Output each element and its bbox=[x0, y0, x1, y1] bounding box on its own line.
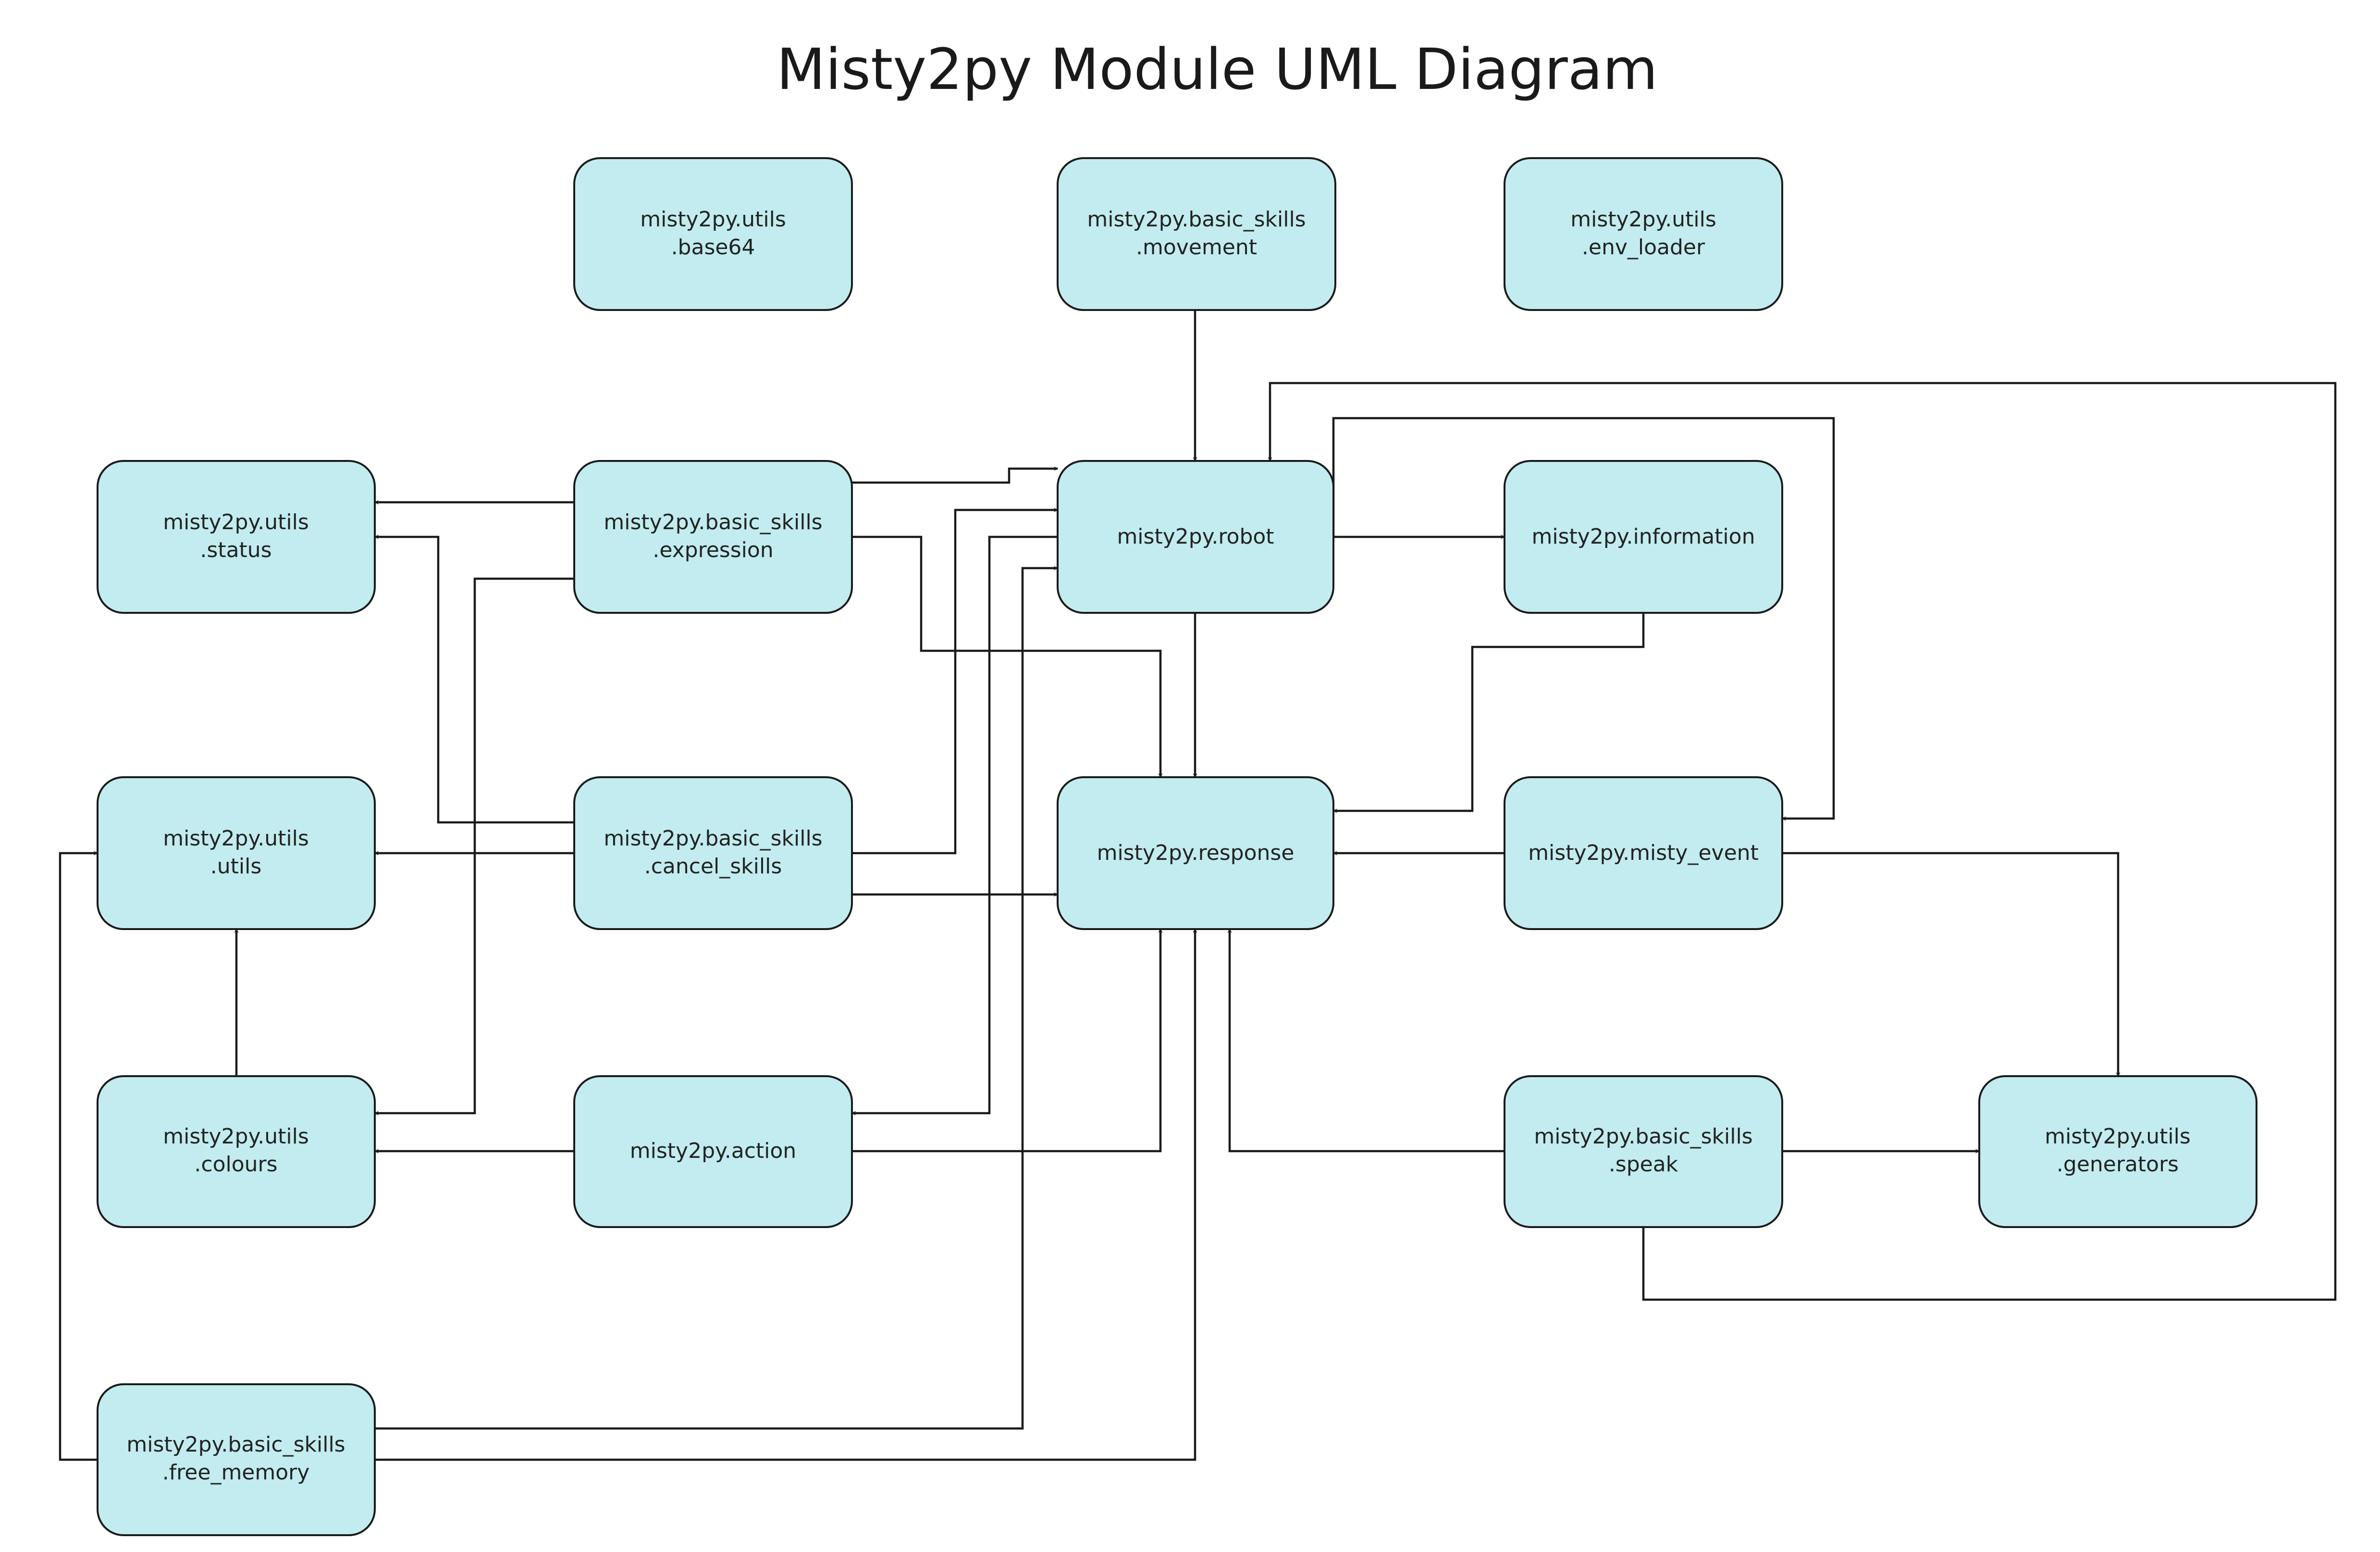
node-label-line: misty2py.action bbox=[630, 1139, 796, 1163]
node-label-line: misty2py.utils bbox=[163, 510, 309, 534]
node-label-line: misty2py.misty_event bbox=[1528, 841, 1759, 865]
node-label-line: misty2py.basic_skills bbox=[604, 510, 822, 534]
node-label-line: misty2py.utils bbox=[163, 1124, 309, 1149]
node-label-line: .speak bbox=[1609, 1152, 1678, 1177]
node-basic-skills-free-memory: misty2py.basic_skills .free_memory bbox=[97, 1383, 376, 1536]
node-utils-utils: misty2py.utils .utils bbox=[97, 776, 376, 930]
node-label-line: .status bbox=[200, 538, 271, 562]
node-basic-skills-cancel-skills: misty2py.basic_skills .cancel_skills bbox=[573, 776, 853, 930]
edge-speak-robot bbox=[1270, 382, 2337, 1301]
node-label-line: .free_memory bbox=[162, 1460, 310, 1485]
node-label-line: .movement bbox=[1136, 235, 1257, 260]
edge-expression-robot bbox=[852, 469, 1058, 484]
edge-free-memory-utils bbox=[59, 853, 98, 1461]
edge-cancel-skills-status bbox=[375, 537, 574, 824]
node-action: misty2py.action bbox=[573, 1075, 853, 1228]
edge-robot-action bbox=[852, 535, 1058, 1113]
node-label-line: .colours bbox=[194, 1152, 277, 1177]
node-utils-colours: misty2py.utils .colours bbox=[97, 1075, 376, 1228]
edge-speak-response bbox=[1230, 929, 1504, 1153]
node-label-line: misty2py.information bbox=[1532, 524, 1755, 549]
edge-free-memory-robot bbox=[375, 568, 1058, 1430]
node-label-line: .env_loader bbox=[1582, 235, 1705, 260]
node-label-line: .expression bbox=[653, 538, 773, 562]
node-utils-env-loader: misty2py.utils .env_loader bbox=[1504, 157, 1783, 311]
edge-information-response bbox=[1333, 613, 1645, 811]
node-misty-event: misty2py.misty_event bbox=[1504, 776, 1783, 930]
node-label-line: misty2py.utils bbox=[640, 207, 786, 232]
edge-free-memory-response bbox=[375, 929, 1195, 1461]
node-label-line: misty2py.basic_skills bbox=[1534, 1124, 1752, 1149]
node-basic-skills-speak: misty2py.basic_skills .speak bbox=[1504, 1075, 1783, 1228]
node-label-line: misty2py.basic_skills bbox=[604, 826, 822, 851]
node-label-line: misty2py.utils bbox=[2045, 1124, 2191, 1149]
node-basic-skills-expression: misty2py.basic_skills .expression bbox=[573, 460, 853, 614]
nodes: misty2py.utils .base64 misty2py.basic_sk… bbox=[97, 157, 2257, 1536]
edge-cancel-skills-robot bbox=[852, 510, 1058, 855]
node-utils-status: misty2py.utils .status bbox=[97, 460, 376, 614]
node-label-line: misty2py.utils bbox=[1570, 207, 1716, 232]
diagram-title: Misty2py Module UML Diagram bbox=[777, 36, 1658, 102]
node-label-line: .base64 bbox=[671, 235, 755, 260]
node-response: misty2py.response bbox=[1057, 776, 1334, 930]
edge-expression-colours bbox=[375, 577, 574, 1113]
node-utils-generators: misty2py.utils .generators bbox=[1978, 1075, 2257, 1228]
node-label-line: misty2py.utils bbox=[163, 826, 309, 851]
edge-misty-event-generators bbox=[1782, 852, 2118, 1076]
edges bbox=[59, 310, 2337, 1461]
node-label-line: .cancel_skills bbox=[644, 854, 782, 879]
node-information: misty2py.information bbox=[1504, 460, 1783, 614]
node-label-line: misty2py.response bbox=[1097, 841, 1295, 865]
edge-robot-misty-event bbox=[1332, 417, 1835, 819]
edge-action-response bbox=[852, 929, 1160, 1153]
edge-expression-response bbox=[852, 535, 1160, 777]
node-label-line: misty2py.basic_skills bbox=[126, 1432, 345, 1457]
node-label-line: misty2py.basic_skills bbox=[1087, 207, 1306, 232]
node-label-line: .utils bbox=[210, 854, 262, 879]
node-basic-skills-movement: misty2py.basic_skills .movement bbox=[1057, 157, 1336, 311]
node-robot: misty2py.robot bbox=[1057, 460, 1334, 614]
node-utils-base64: misty2py.utils .base64 bbox=[573, 157, 853, 311]
node-label-line: .generators bbox=[2057, 1152, 2179, 1177]
node-label-line: misty2py.robot bbox=[1117, 524, 1274, 549]
